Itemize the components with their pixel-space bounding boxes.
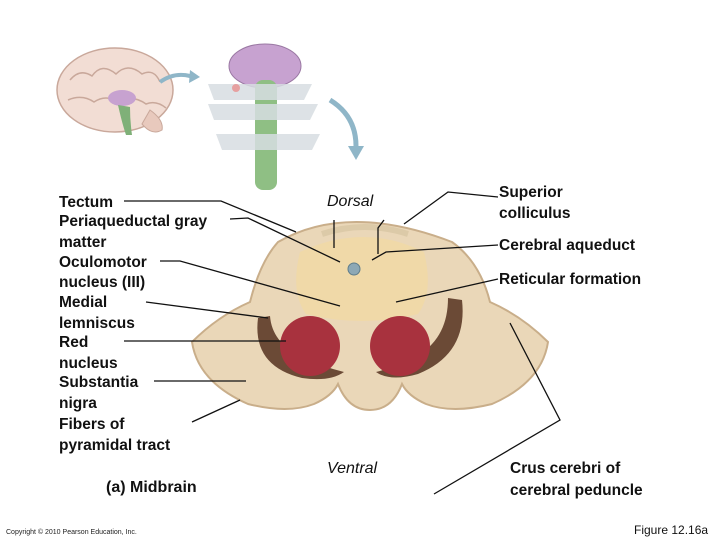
label-periaqueductal-gray: Periaqueductal gray [59, 213, 208, 230]
label-reticular-formation: Reticular formation [499, 271, 642, 288]
leader-lines [124, 191, 561, 495]
label-cerebral-aqueduct: Cerebral aqueduct [499, 237, 636, 254]
label-colliculus: colliculus [499, 205, 571, 222]
label-nucleus-iii: nucleus (III) [59, 274, 146, 291]
label-pyramidal-tract: pyramidal tract [59, 437, 171, 454]
substantia-nigra-right [376, 298, 463, 378]
arrowhead-upper [189, 70, 200, 83]
label-oculomotor: Oculomotor [59, 254, 147, 271]
red-nucleus-left [280, 316, 340, 376]
label-superior: Superior [499, 184, 563, 201]
superior-colliculus [321, 224, 409, 237]
label-red: Red [59, 334, 89, 351]
label-matter: matter [59, 234, 107, 251]
label-fibers-of: Fibers of [59, 416, 125, 433]
substantia-nigra-left [257, 316, 344, 380]
panel-label: (a) Midbrain [106, 479, 197, 496]
label-medial: Medial [59, 294, 108, 311]
label-lemniscus: lemniscus [59, 315, 135, 332]
brainstem-sections [208, 43, 320, 190]
label-tectum: Tectum [59, 194, 113, 211]
copyright-text: Copyright © 2010 Pearson Education, Inc. [6, 529, 137, 536]
label-nucleus: nucleus [59, 355, 118, 372]
label-dorsal: Dorsal [327, 193, 374, 210]
arrowhead-lower [348, 146, 364, 160]
arrow-to-sections [158, 72, 191, 84]
label-nigra: nigra [59, 395, 97, 412]
cerebral-aqueduct [347, 262, 361, 276]
label-substantia: Substantia [59, 374, 139, 391]
label-crus-cerebri: Crus cerebri of [510, 460, 621, 477]
figure-number: Figure 12.16a [634, 523, 709, 537]
arrow-to-section [328, 97, 359, 147]
red-nucleus-right [370, 316, 430, 376]
brain-thumbnail [56, 47, 174, 135]
tegmentum [296, 237, 428, 321]
label-cerebral-peduncle: cerebral peduncle [510, 482, 643, 499]
label-ventral: Ventral [327, 460, 378, 477]
